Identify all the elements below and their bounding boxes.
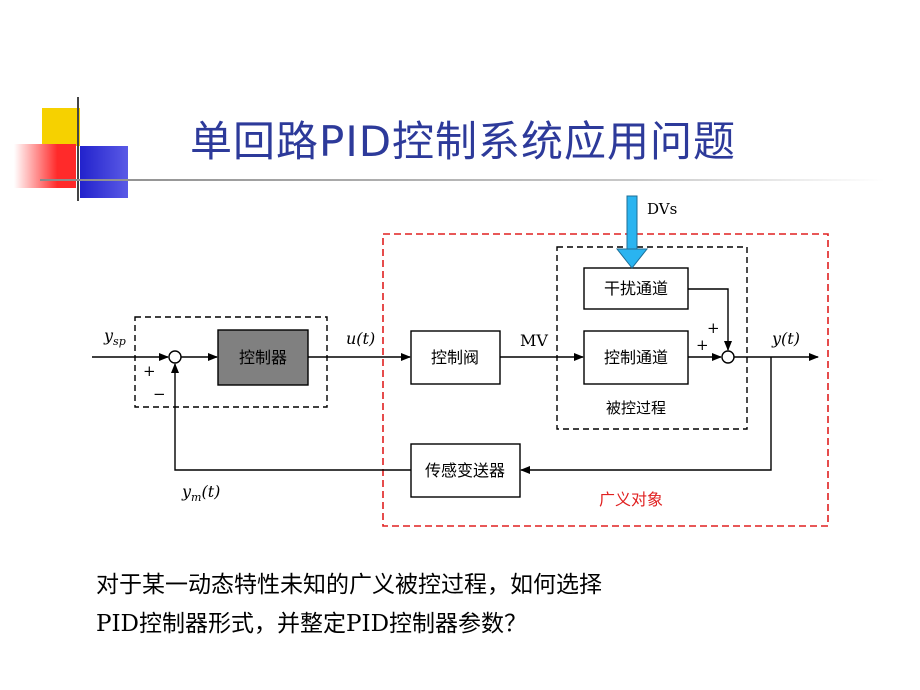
valve-block [410,330,501,385]
measured-label: ym(t) [181,482,220,504]
summing-junction-1 [168,350,182,364]
title-divider [40,179,885,181]
controlled-process-label: 被控过程 [606,399,666,417]
control-channel-block [583,330,689,385]
summing-junction-2 [721,350,735,364]
feedback-line-to-summer [171,363,411,471]
summer2-plus-top-sign: + [707,319,720,337]
controller-label: 控制器 [239,348,287,367]
blue-square-decoration [80,146,128,198]
vertical-rule-decoration [77,97,79,201]
disturbance-out-line [688,288,732,351]
valve-label: 控制阀 [431,348,479,367]
question-line-2: PID控制器形式，并整定PID控制器参数？ [96,611,528,637]
control-output-label: u(t) [346,329,375,348]
generalized-object-label: 广义对象 [599,490,663,509]
controller-group-box [134,316,328,408]
process-output-label: y(t) [771,329,800,348]
summer1-minus-sign: − [153,385,166,403]
yellow-square-decoration [42,108,80,146]
summer2-plus-left-sign: + [696,336,709,354]
setpoint-label: ysp [103,326,126,348]
control-loop-diagram: 控制器 控制阀 控制通道 干扰通道 传感变送器 ysp u(t) MV DVs … [92,195,829,527]
generalized-object-box [382,233,829,527]
mv-label: MV [520,331,548,350]
summer1-plus-sign: + [143,362,156,380]
feedback-line-to-sensor [520,357,772,474]
disturbance-channel-label: 干扰通道 [604,279,668,298]
sensor-label: 传感变送器 [425,461,505,480]
page-title: 单回路PID控制系统应用问题 [190,117,737,166]
question-text: 对于某一动态特性未知的广义被控过程，如何选择 PID控制器形式，并整定PID控制… [96,566,856,644]
control-channel-label: 控制通道 [604,348,668,367]
question-line-1: 对于某一动态特性未知的广义被控过程，如何选择 [96,572,602,598]
dvs-label: DVs [647,200,677,218]
controlled-process-box [556,246,748,430]
sensor-block [410,443,521,498]
disturbance-input-arrow [615,195,649,269]
disturbance-channel-block [583,267,689,310]
